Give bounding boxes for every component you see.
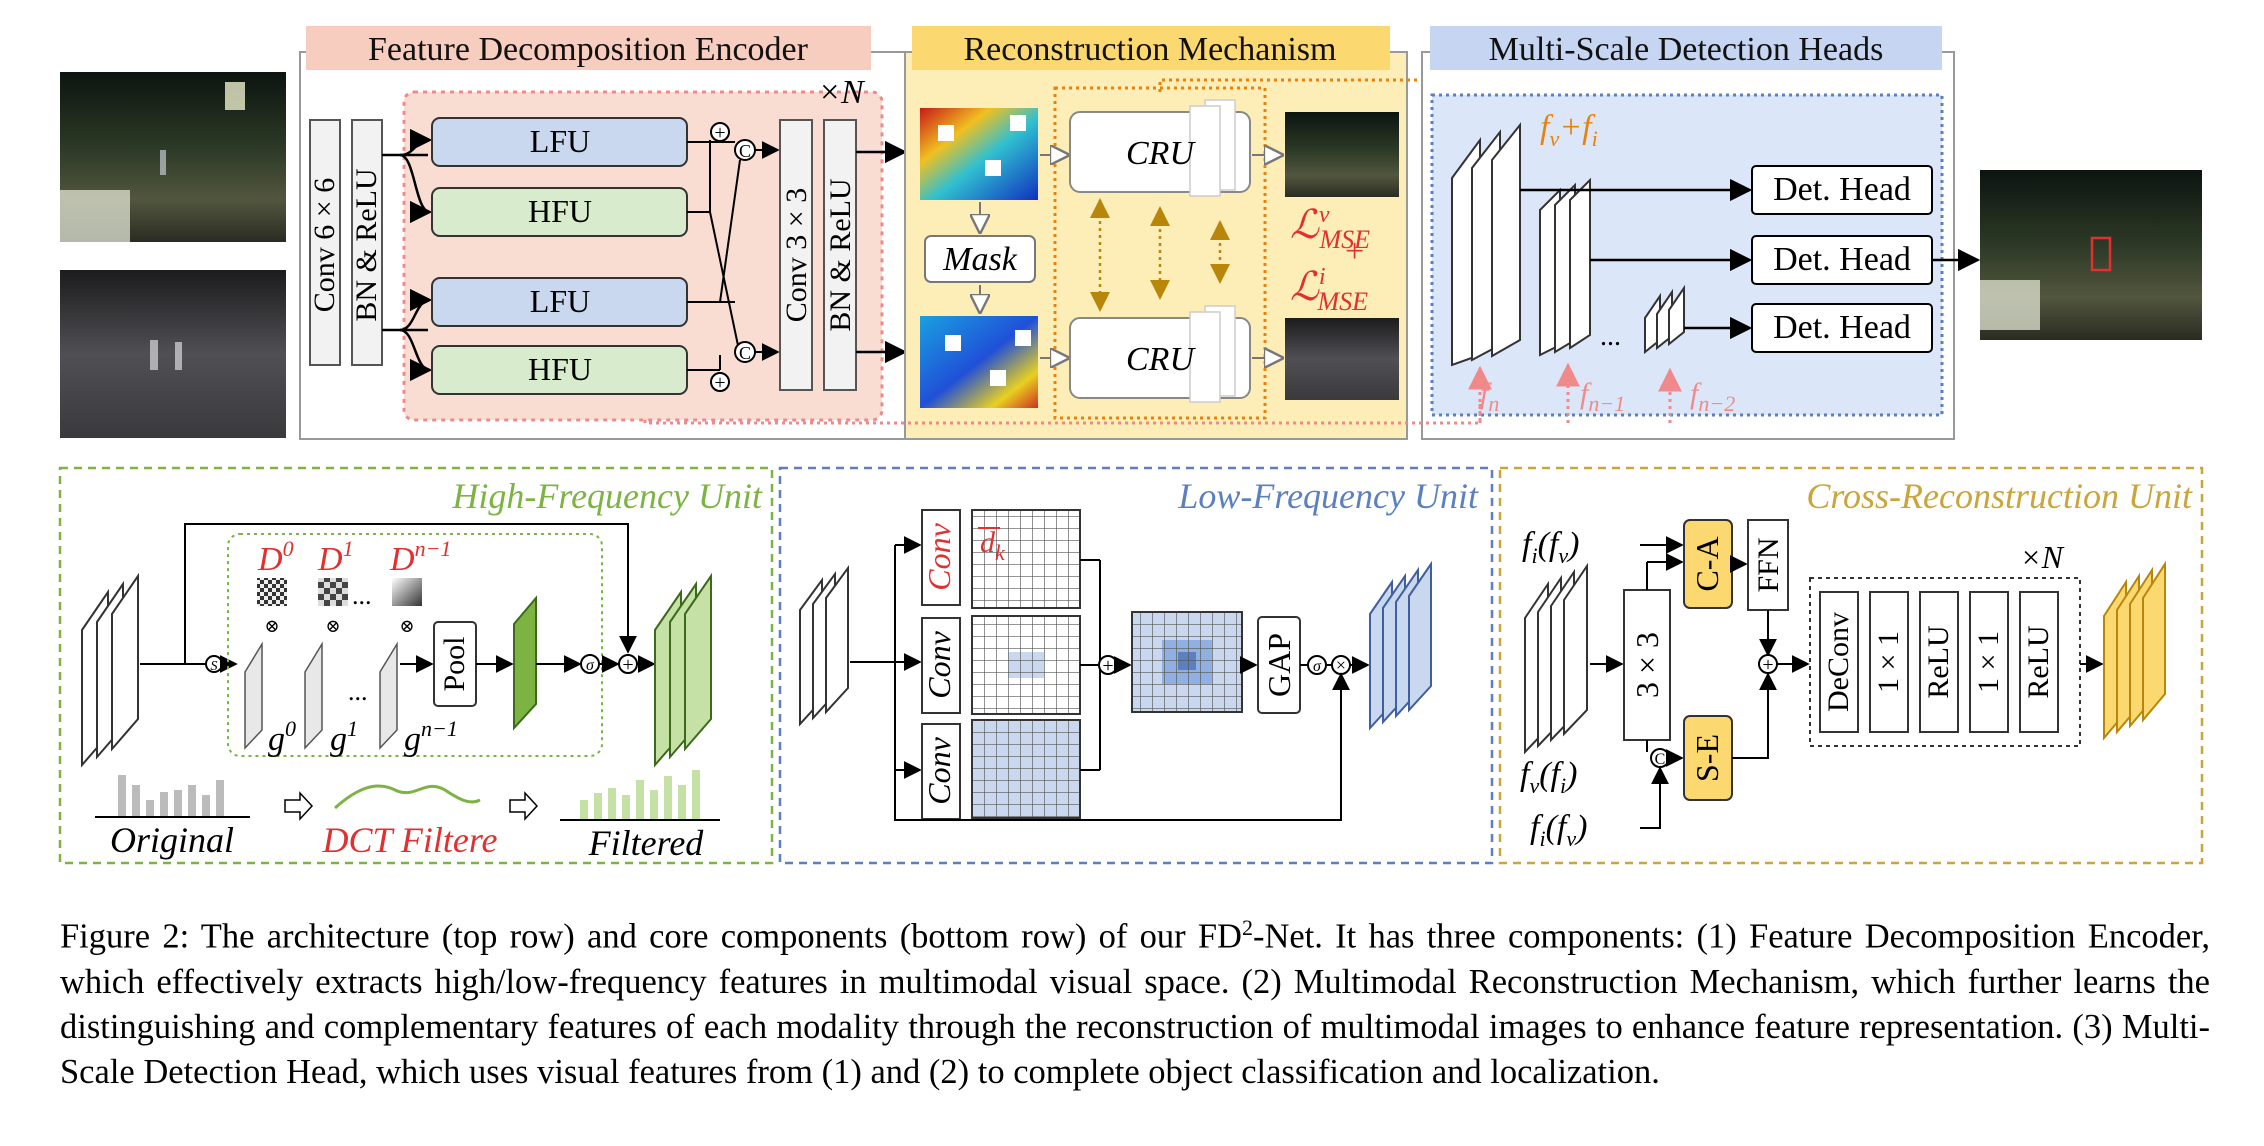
d0-label: D0 <box>257 536 294 578</box>
hfu-top-label: HFU <box>528 193 592 229</box>
pool-label: Pool <box>438 636 471 691</box>
cru-se: S-E <box>1689 734 1725 782</box>
hfu-panel: High-Frequency Unit S D0 D1 Dn−1 ... ⊗ ⊗… <box>58 466 774 865</box>
det-head-3: Det. Head <box>1773 309 1911 346</box>
hfu-bottom-label: HFU <box>528 351 592 387</box>
cru-concat: C <box>1655 751 1666 768</box>
filtered-histogram <box>580 770 700 820</box>
cru-1x1-a: 1 × 1 <box>1872 631 1905 693</box>
plus-bottom: + <box>714 372 725 394</box>
g1-label: g1 <box>330 716 358 758</box>
lfu-conv-3: Conv <box>921 736 957 804</box>
g0-label: g0 <box>268 716 296 758</box>
visible-input-image <box>60 72 286 242</box>
encoder-title: Feature Decomposition Encoder <box>368 31 809 68</box>
filtered-label: Filtered <box>588 823 705 863</box>
lfu-mul: × <box>1336 655 1346 675</box>
lfu-plus: + <box>1102 655 1113 677</box>
detection-output-image <box>1980 170 2202 340</box>
caption-post: -Net. It has three components: (1) Featu… <box>60 917 2210 1091</box>
lfu-title: Low-Frequency Unit <box>1177 476 1479 516</box>
det-head-1: Det. Head <box>1773 171 1911 208</box>
hfu-s-node: S <box>211 659 218 674</box>
repeat-n-label: ×N <box>818 74 866 111</box>
original-histogram <box>118 775 224 817</box>
cru-deconv: DeConv <box>1822 612 1855 712</box>
bn-relu-label: BN & ReLU <box>350 168 383 322</box>
mul-3: ⊗ <box>399 616 414 636</box>
caption-sup: 2 <box>1241 915 1253 940</box>
cru-input-mid: fv(fi) <box>1520 756 1577 798</box>
cru-ca: C-A <box>1689 536 1725 591</box>
infrared-input-image <box>60 270 286 438</box>
heads-panel: Multi-Scale Detection Heads fv+fi ... De… <box>1421 26 1955 440</box>
conv6-label: Conv 6 × 6 <box>308 178 341 312</box>
lfu-top-label: LFU <box>530 123 590 159</box>
conv3-label: Conv 3 × 3 <box>780 188 813 322</box>
heads-title: Multi-Scale Detection Heads <box>1489 31 1884 68</box>
lfu-sigma: σ <box>1313 658 1322 675</box>
loss-plus: + <box>1345 233 1364 270</box>
dn-label: Dn−1 <box>389 536 451 578</box>
concat-top: C <box>739 141 751 161</box>
cru-1x1-b: 1 × 1 <box>1972 631 2005 693</box>
gap-label: GAP <box>1261 633 1297 697</box>
hfu-title: High-Frequency Unit <box>451 476 763 516</box>
mask-label: Mask <box>942 241 1018 278</box>
hfu-sigma: σ <box>586 657 595 674</box>
fusion-label: fv+fi <box>1540 109 1598 151</box>
cru-plus: + <box>1762 654 1773 676</box>
lfu-dk: dk <box>980 526 1006 565</box>
cru-repeat: ×N <box>2020 539 2065 575</box>
cru-bottom-label: CRU <box>1126 341 1196 378</box>
encoder-panel: Feature Decomposition Encoder Conv 6 × 6… <box>299 26 913 440</box>
hfu-plus: + <box>622 654 633 676</box>
reconstruction-panel: Reconstruction Mechanism Mask CRU CRU <box>904 26 1408 440</box>
d-dots: ... <box>352 581 372 610</box>
bn-relu-2-label: BN & ReLU <box>824 178 857 332</box>
cru-input-bottom: fi(fv) <box>1530 809 1587 851</box>
heads-dots: ... <box>1600 321 1621 352</box>
original-label: Original <box>110 820 234 860</box>
lfu-bottom-label: LFU <box>530 283 590 319</box>
concat-bottom: C <box>739 343 751 363</box>
mul-1: ⊗ <box>264 616 279 636</box>
plus-top: + <box>714 122 725 144</box>
d1-label: D1 <box>317 536 354 578</box>
cru-relu-a: ReLU <box>1922 625 1955 699</box>
figure-caption: Figure 2: The architecture (top row) and… <box>60 905 2210 1095</box>
lfu-conv-1: Conv <box>921 522 957 590</box>
cru-conv3: 3 × 3 <box>1629 632 1665 698</box>
cru-title: Cross-Reconstruction Unit <box>1806 476 2193 516</box>
lfu-panel: Low-Frequency Unit Conv Conv Conv dk + <box>778 466 1494 865</box>
cru-panel: Cross-Reconstruction Unit fi(fv) 3 × 3 C… <box>1498 466 2204 865</box>
lfu-conv-2: Conv <box>921 630 957 698</box>
cru-input-top: fi(fv) <box>1522 526 1579 568</box>
cru-top-label: CRU <box>1126 135 1196 172</box>
caption-pre: Figure 2: The architecture (top row) and… <box>60 917 1242 956</box>
architecture-diagram: Feature Decomposition Encoder Conv 6 × 6… <box>58 26 2204 865</box>
g-dots: ... <box>348 677 368 706</box>
det-head-2: Det. Head <box>1773 241 1911 278</box>
cru-ffn: FFN <box>1752 537 1785 592</box>
cru-relu-b: ReLU <box>2022 625 2055 699</box>
recon-title: Reconstruction Mechanism <box>964 31 1337 68</box>
mul-2: ⊗ <box>325 616 340 636</box>
dct-label: DCT Filtere <box>321 820 497 860</box>
gn-label: gn−1 <box>404 716 458 758</box>
